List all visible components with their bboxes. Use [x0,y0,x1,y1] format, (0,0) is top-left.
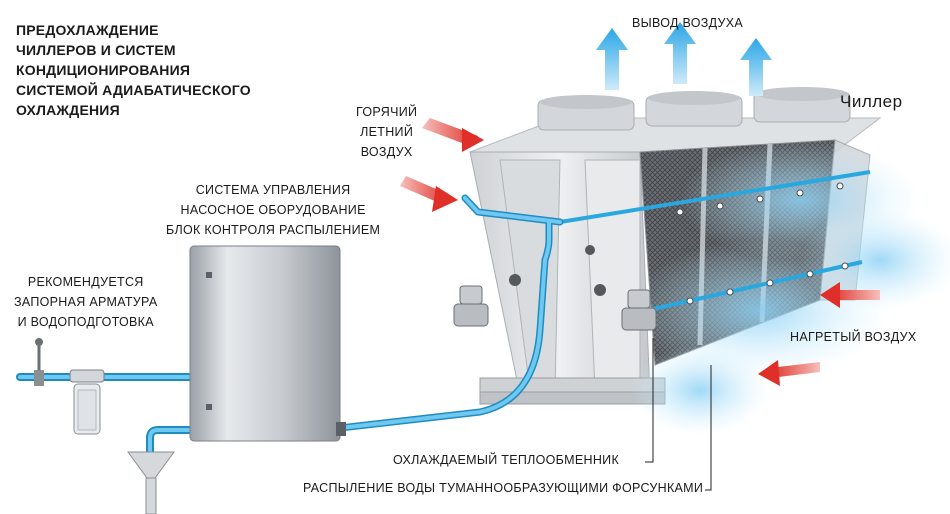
spraying-label: РАСПЫЛЕНИЕ ВОДЫ ТУМАННООБРАЗУЮЩИМИ ФОРСУ… [303,481,704,495]
recommended-label: РЕКОМЕНДУЕТСЯ ЗАПОРНАЯ АРМАТУРА И ВОДОПО… [14,272,157,332]
solenoid-valve-icon [453,285,657,331]
hot-air-line: ГОРЯЧИЙ [356,105,418,119]
leader-lines [645,338,712,491]
title: ПРЕДОХЛАЖДЕНИЕ ЧИЛЛЕРОВ И СИСТЕМ КОНДИЦИ… [16,20,251,120]
heat-exchanger-label: ОХЛАЖДАЕМЫЙ ТЕПЛООБМЕННИК [393,453,620,467]
drain-funnel-icon [127,451,175,514]
control-system-line: СИСТЕМА УПРАВЛЕНИЯ [195,183,351,197]
recommended-line: ЗАПОРНАЯ АРМАТУРА [14,295,158,309]
title-line: ОХЛАЖДЕНИЯ [16,102,120,118]
control-system-line: НАСОСНОЕ ОБОРУДОВАНИЕ [180,203,366,217]
red-arrow-icon [400,118,880,386]
control-system-label: СИСТЕМА УПРАВЛЕНИЯ НАСОСНОЕ ОБОРУДОВАНИЕ… [166,180,380,240]
chiller-body [469,151,666,405]
hot-air-line: ЛЕТНИЙ [360,125,414,139]
mist-spray [630,140,950,435]
chiller-label: Чиллер [840,92,903,111]
water-filter-icon [34,338,105,435]
hot-air-label: ГОРЯЧИЙ ЛЕТНИЙ ВОЗДУХ [356,102,417,162]
chiller-roof [469,87,882,153]
title-line: КОНДИЦИОНИРОВАНИЯ [16,62,191,78]
hot-air-line: ВОЗДУХ [360,145,413,159]
air-outflow-label: ВЫВОД ВОЗДУХА [632,16,744,30]
title-line: ЧИЛЛЕРОВ И СИСТЕМ [16,42,176,58]
blue-up-arrow-icon [596,22,772,96]
title-line: СИСТЕМОЙ АДИАБАТИЧЕСКОГО [16,82,251,98]
water-pipe [16,194,564,456]
control-cabinet [189,245,346,442]
recommended-line: РЕКОМЕНДУЕТСЯ [27,275,144,289]
nozzle-lines [559,170,871,314]
control-system-line: БЛОК КОНТРОЛЯ РАСПЫЛЕНИЕМ [166,223,381,237]
heated-air-label: НАГРЕТЫЙ ВОЗДУХ [790,330,917,344]
recommended-line: И ВОДОПОДГОТОВКА [17,315,154,329]
title-line: ПРЕДОХЛАЖДЕНИЕ [16,22,159,38]
